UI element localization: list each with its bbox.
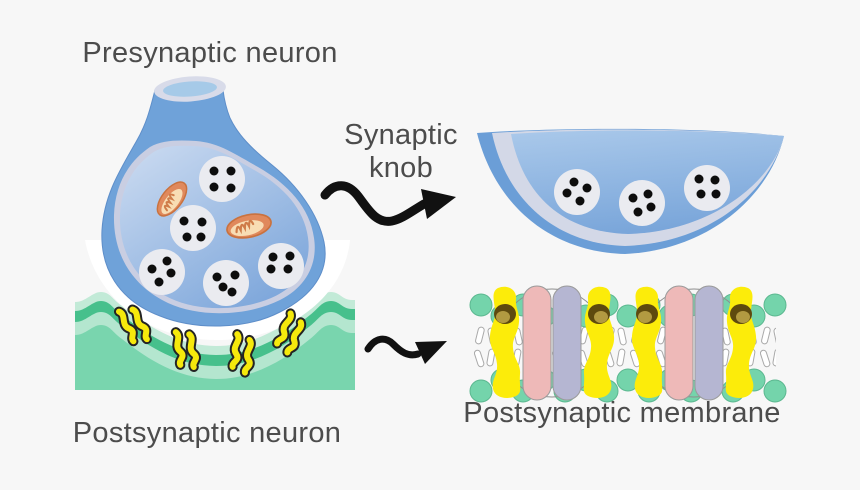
- label-synaptic-knob: Synaptic knob: [344, 119, 458, 184]
- synaptic-vesicle: [170, 205, 216, 251]
- axon-opening: [163, 81, 217, 97]
- synaptic-vesicles-detail: [554, 165, 730, 226]
- synaptic-vesicle: [199, 156, 245, 202]
- synaptic-knob-detail-illustration: [477, 128, 784, 254]
- label-postsynaptic-membrane: Postsynaptic membrane: [463, 397, 781, 429]
- synaptic-vesicles: [139, 156, 304, 306]
- postsynaptic-neuron-illustration: [75, 292, 355, 390]
- membrane-arrow-icon: [364, 335, 447, 364]
- synaptic-knob-arrow-icon: [320, 181, 456, 226]
- label-postsynaptic-neuron: Postsynaptic neuron: [72, 417, 342, 449]
- synaptic-vesicle: [258, 243, 304, 289]
- synaptic-vesicle: [684, 165, 730, 211]
- synaptic-vesicle: [203, 260, 249, 306]
- synaptic-vesicle: [619, 180, 665, 226]
- synaptic-vesicle: [554, 169, 600, 215]
- synaptic-vesicle: [139, 249, 185, 295]
- postsynaptic-membrane-illustration: [469, 286, 787, 403]
- label-presynaptic-neuron: Presynaptic neuron: [82, 37, 338, 69]
- receptor-pair: [232, 334, 254, 373]
- green-cell-body: [75, 325, 355, 390]
- presynaptic-knob-illustration: [101, 76, 326, 327]
